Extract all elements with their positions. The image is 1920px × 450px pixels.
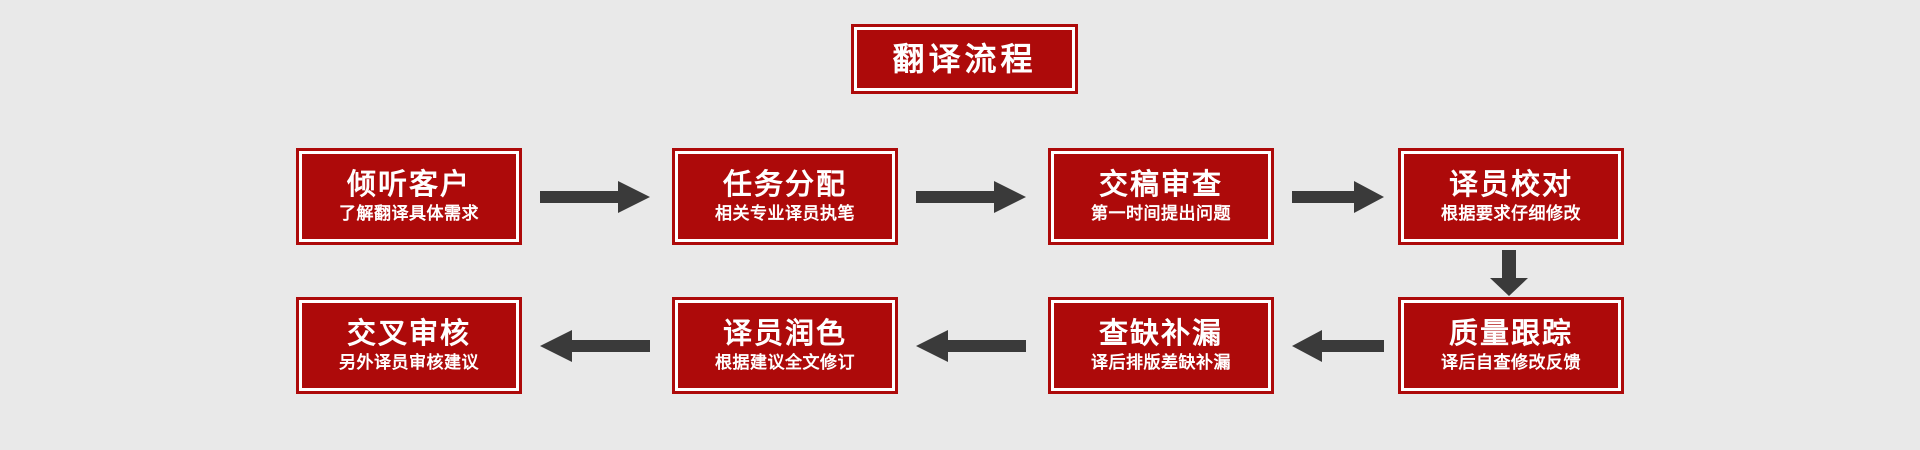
diagram-title-box: 翻译流程 [851, 24, 1078, 94]
process-node-cross-review[interactable]: 交叉审核 另外译员审核建议 [296, 297, 522, 394]
node-subtext: 译后排版差缺补漏 [1091, 353, 1231, 373]
arrow-left-icon [916, 327, 1026, 365]
node-subtext: 第一时间提出问题 [1091, 204, 1231, 224]
process-node-translator-polishing[interactable]: 译员润色 根据建议全文修订 [672, 297, 898, 394]
diagram-title-text: 翻译流程 [892, 40, 1037, 78]
node-heading: 倾听客户 [346, 167, 471, 201]
process-node-translator-proofreading[interactable]: 译员校对 根据要求仔细修改 [1398, 148, 1624, 245]
process-node-task-assignment[interactable]: 任务分配 相关专业译员执笔 [672, 148, 898, 245]
node-heading: 交稿审查 [1098, 167, 1223, 201]
arrow-left-icon [1292, 327, 1384, 365]
node-subtext: 相关专业译员执笔 [715, 204, 855, 224]
node-subtext: 根据建议全文修订 [715, 353, 855, 373]
arrow-right-icon [1292, 178, 1384, 216]
arrow-left-icon [540, 327, 650, 365]
node-heading: 质量跟踪 [1448, 316, 1573, 350]
node-heading: 查缺补漏 [1098, 316, 1223, 350]
node-subtext: 根据要求仔细修改 [1441, 204, 1581, 224]
process-node-quality-tracking[interactable]: 质量跟踪 译后自查修改反馈 [1398, 297, 1624, 394]
arrow-right-icon [540, 178, 650, 216]
node-subtext: 了解翻译具体需求 [339, 204, 479, 224]
node-subtext: 另外译员审核建议 [339, 353, 479, 373]
process-node-listen-to-client[interactable]: 倾听客户 了解翻译具体需求 [296, 148, 522, 245]
process-node-check-omissions[interactable]: 查缺补漏 译后排版差缺补漏 [1048, 297, 1274, 394]
process-node-submission-review[interactable]: 交稿审查 第一时间提出问题 [1048, 148, 1274, 245]
node-heading: 译员润色 [722, 316, 847, 350]
node-heading: 交叉审核 [346, 316, 471, 350]
node-heading: 任务分配 [722, 167, 847, 201]
arrow-down-icon [1487, 250, 1531, 296]
arrow-right-icon [916, 178, 1026, 216]
node-heading: 译员校对 [1448, 167, 1573, 201]
node-subtext: 译后自查修改反馈 [1441, 353, 1581, 373]
